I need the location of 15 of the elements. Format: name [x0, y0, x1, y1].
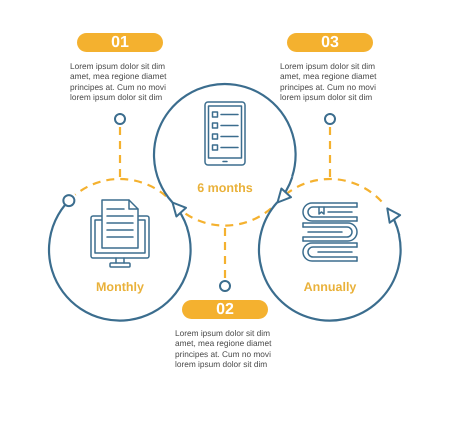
- description-text: Lorem ipsum dolor sit dim amet, mea regione diamet principes at. Cum no movi lorem ipsum dolor sit dim: [280, 61, 378, 103]
- period-label: Annually: [304, 280, 356, 294]
- dashed-connector: [114, 113, 126, 180]
- arrow: [386, 207, 401, 236]
- period-label: Monthly: [96, 280, 144, 294]
- arrow: [276, 176, 294, 204]
- dashed-connector: [324, 113, 336, 180]
- step-number: 02: [182, 300, 268, 319]
- arrow: [172, 202, 188, 228]
- period-label: 6 months: [197, 180, 253, 195]
- description-text: Lorem ipsum dolor sit dim amet, mea regione diamet principes at. Cum no movi lorem ipsum dolor sit dim: [70, 61, 168, 103]
- description-text: Lorem ipsum dolor sit dim amet, mea regione diamet principes at. Cum no movi lorem ipsum dolor sit dim: [175, 328, 272, 370]
- step-number: 03: [287, 33, 373, 52]
- dashed-connector: [219, 226, 231, 292]
- step-number: 01: [77, 33, 163, 52]
